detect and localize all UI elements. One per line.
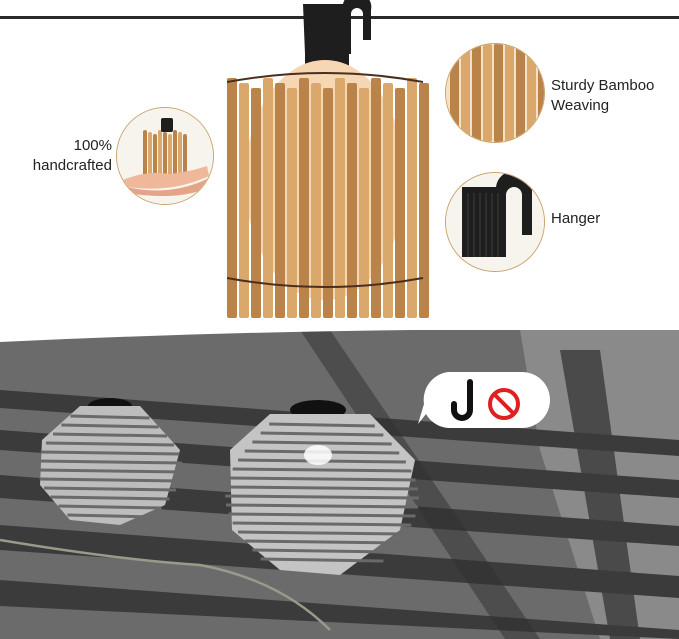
bamboo-line2: Weaving	[551, 97, 610, 114]
lanterns-on-table-photo	[0, 330, 679, 639]
no-hook-callout	[418, 372, 550, 428]
small-rattan-lantern	[37, 398, 183, 525]
handcrafted-line2: handcrafted	[32, 157, 112, 174]
hanger-clip-icon	[446, 173, 544, 271]
bamboo-weaving-label: Sturdy Bamboo Weaving	[551, 76, 676, 116]
no-symbol-icon	[488, 388, 520, 420]
handcrafted-detail-circle	[116, 107, 214, 205]
hanger-label: Hanger	[551, 210, 601, 227]
large-rattan-lantern	[225, 400, 419, 575]
hook-icon	[451, 379, 473, 421]
hand-holding-lantern-icon	[117, 108, 213, 204]
bamboo-lantern-main-image	[226, 0, 429, 318]
bamboo-slats-closeup-icon	[446, 44, 544, 142]
product-feature-panel: 100% handcrafted Sturdy Bamboo Weaving	[0, 0, 679, 318]
handcrafted-line1: 100%	[73, 137, 112, 154]
bamboo-line1: Sturdy Bamboo	[551, 77, 655, 94]
handcrafted-label: 100% handcrafted	[12, 136, 112, 176]
bamboo-weaving-detail-circle	[445, 43, 545, 143]
hanger-detail-circle	[445, 172, 545, 272]
section-divider	[0, 324, 679, 342]
